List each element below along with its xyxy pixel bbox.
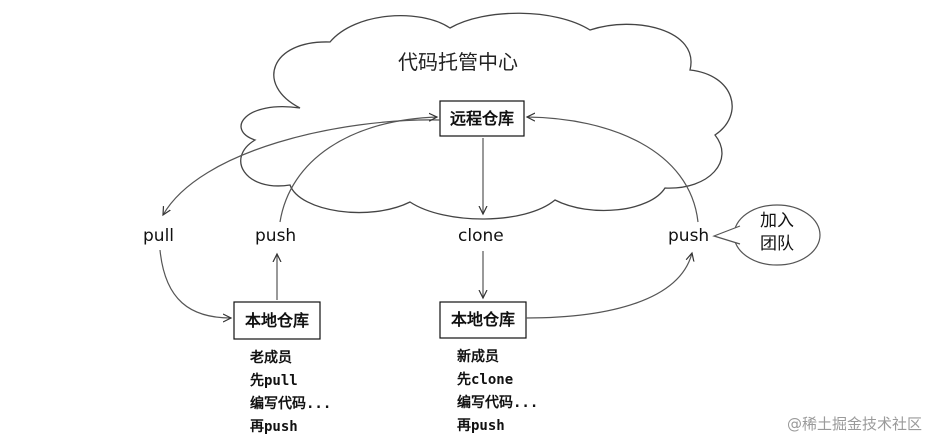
old-member-step-2: 先pull (250, 372, 298, 389)
local-repo-label-left: 本地仓库 (245, 311, 309, 330)
push-right-arc-to-remote (527, 117, 699, 223)
join-team-pointer (712, 225, 741, 245)
remote-repo-label: 远程仓库 (450, 109, 514, 128)
new-member-step-2: 先clone (457, 371, 513, 388)
pull-label: pull (143, 226, 174, 246)
new-member-step-4: 再push (457, 418, 505, 434)
watermark: @稀土掘金技术社区 (787, 415, 922, 433)
push-left-arc-to-remote (279, 117, 437, 223)
join-team-line-2: 团队 (760, 234, 794, 254)
clone-label: clone (458, 226, 504, 246)
local-repo-label-right: 本地仓库 (451, 310, 515, 329)
push-left-label: push (255, 226, 296, 246)
new-member-step-1: 新成员 (457, 348, 499, 365)
join-team-line-1: 加入 (760, 211, 794, 231)
push-right-label: push (668, 226, 709, 246)
local-repo-box-left (233, 301, 321, 340)
pull-arc-from-remote (163, 119, 441, 215)
local-repo-box-right (439, 301, 527, 339)
cloud-shape (240, 12, 733, 220)
old-member-step-3: 编写代码... (250, 395, 331, 412)
new-member-step-3: 编写代码... (457, 394, 538, 411)
local-right-to-push (525, 253, 692, 319)
remote-repo-box (439, 100, 525, 137)
old-member-step-4: 再push (250, 419, 298, 435)
old-member-step-1: 老成员 (250, 349, 292, 366)
cloud-title: 代码托管中心 (398, 50, 518, 74)
pull-to-local-left (159, 249, 231, 318)
